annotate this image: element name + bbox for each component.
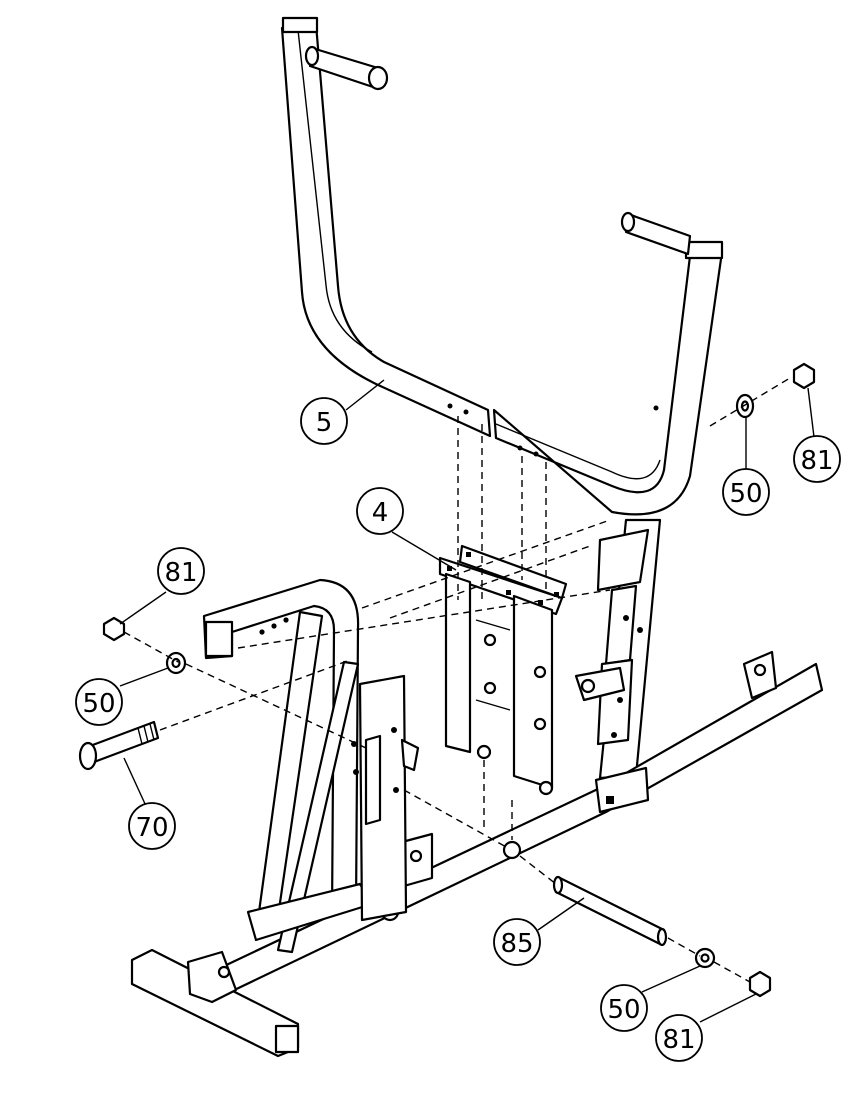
callout-81-left: 81 (120, 548, 204, 624)
svg-text:70: 70 (135, 813, 168, 843)
callout-50-top-right: 50 (723, 418, 769, 515)
bracket-part-4 (440, 546, 566, 794)
seat-frame (204, 580, 418, 952)
svg-text:50: 50 (82, 689, 115, 719)
svg-text:81: 81 (800, 446, 833, 476)
svg-text:5: 5 (316, 408, 333, 438)
callout-5: 5 (301, 380, 384, 444)
svg-text:50: 50 (607, 995, 640, 1025)
callout-85: 85 (494, 898, 584, 965)
callout-50-left: 50 (76, 668, 168, 725)
svg-text:4: 4 (372, 498, 389, 528)
svg-text:81: 81 (662, 1025, 695, 1055)
base-frame (132, 652, 822, 1056)
svg-text:85: 85 (500, 929, 533, 959)
svg-text:81: 81 (164, 558, 197, 588)
callout-81-bottom: 81 (656, 994, 756, 1061)
callout-81-top-right: 81 (794, 388, 840, 482)
callout-70: 70 (124, 758, 175, 849)
svg-text:50: 50 (729, 479, 762, 509)
